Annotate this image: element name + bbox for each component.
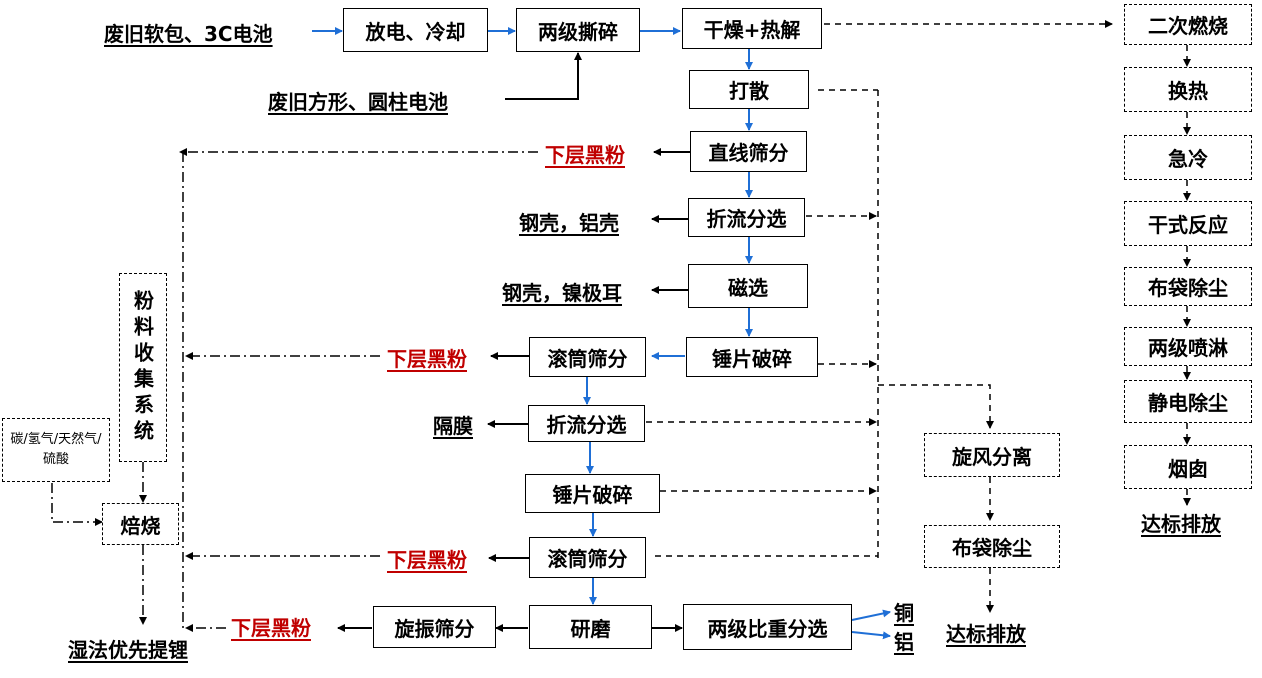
output-arrows [337, 52, 690, 632]
gravity-separation-box: 两级比重分选 [683, 604, 852, 650]
powder-collection-lines [51, 148, 538, 632]
cyclone-separation-box: 旋风分离 [924, 433, 1060, 477]
two-stage-spray-box: 两级喷淋 [1124, 327, 1252, 366]
emission-compliant-2-label: 达标排放 [946, 622, 1026, 646]
vibrating-screening-box: 旋振筛分 [373, 606, 496, 648]
steel-aluminum-shell-label: 钢壳，铝壳 [519, 211, 619, 235]
fold-flow-separation-2-box: 折流分选 [528, 405, 645, 442]
heat-exchange-box: 换热 [1124, 67, 1252, 112]
hammer-crushing-2-box: 锤片破碎 [525, 474, 660, 513]
input-soft-pack-battery: 废旧软包、3C电池 [104, 22, 273, 46]
discharge-cooling-box: 放电、冷却 [343, 8, 488, 52]
copper-label: 铜 [894, 601, 914, 625]
separator-label: 隔膜 [433, 414, 473, 438]
lower-black-powder-1-label: 下层黑粉 [545, 143, 625, 167]
steel-nickel-tab-label: 钢壳，镍极耳 [502, 281, 622, 305]
emission-compliant-1-label: 达标排放 [1141, 512, 1221, 536]
secondary-combustion-box: 二次燃烧 [1124, 4, 1252, 45]
linear-screening-box: 直线筛分 [690, 131, 807, 172]
lower-black-powder-2-label: 下层黑粉 [387, 347, 467, 371]
bag-dust-removal-1-box: 布袋除尘 [1124, 267, 1252, 306]
powder-collection-system-box: 粉料收集系统 [119, 273, 167, 462]
wet-lithium-extraction-label: 湿法优先提锂 [68, 638, 188, 662]
dust-collection-lines [646, 20, 1191, 613]
drum-screening-1-box: 滚筒筛分 [529, 337, 646, 377]
chimney-box: 烟囱 [1124, 445, 1252, 489]
dry-reaction-box: 干式反应 [1124, 201, 1252, 246]
scattering-box: 打散 [689, 70, 809, 109]
main-flow-arrows [312, 27, 891, 640]
lower-black-powder-3-label: 下层黑粉 [387, 548, 467, 572]
magnetic-separation-box: 磁选 [688, 264, 808, 308]
bag-dust-removal-2-box: 布袋除尘 [924, 525, 1060, 568]
quenching-box: 急冷 [1124, 135, 1252, 180]
input-prismatic-cylindrical-battery: 废旧方形、圆柱电池 [268, 90, 448, 114]
hammer-crushing-1-box: 锤片破碎 [686, 337, 818, 377]
electrostatic-precipitator-box: 静电除尘 [1124, 380, 1252, 423]
drum-screening-2-box: 滚筒筛分 [529, 537, 646, 578]
drying-pyrolysis-box: 干燥+热解 [682, 8, 822, 49]
lower-black-powder-4-label: 下层黑粉 [231, 616, 311, 640]
two-stage-shredding-box: 两级撕碎 [516, 8, 640, 52]
reagents-box: 碳/氢气/天然气/硫酸 [2, 418, 110, 482]
fold-flow-separation-1-box: 折流分选 [688, 198, 805, 237]
roasting-box: 焙烧 [102, 503, 179, 545]
aluminum-label: 铝 [894, 630, 914, 654]
grinding-box: 研磨 [529, 605, 652, 649]
